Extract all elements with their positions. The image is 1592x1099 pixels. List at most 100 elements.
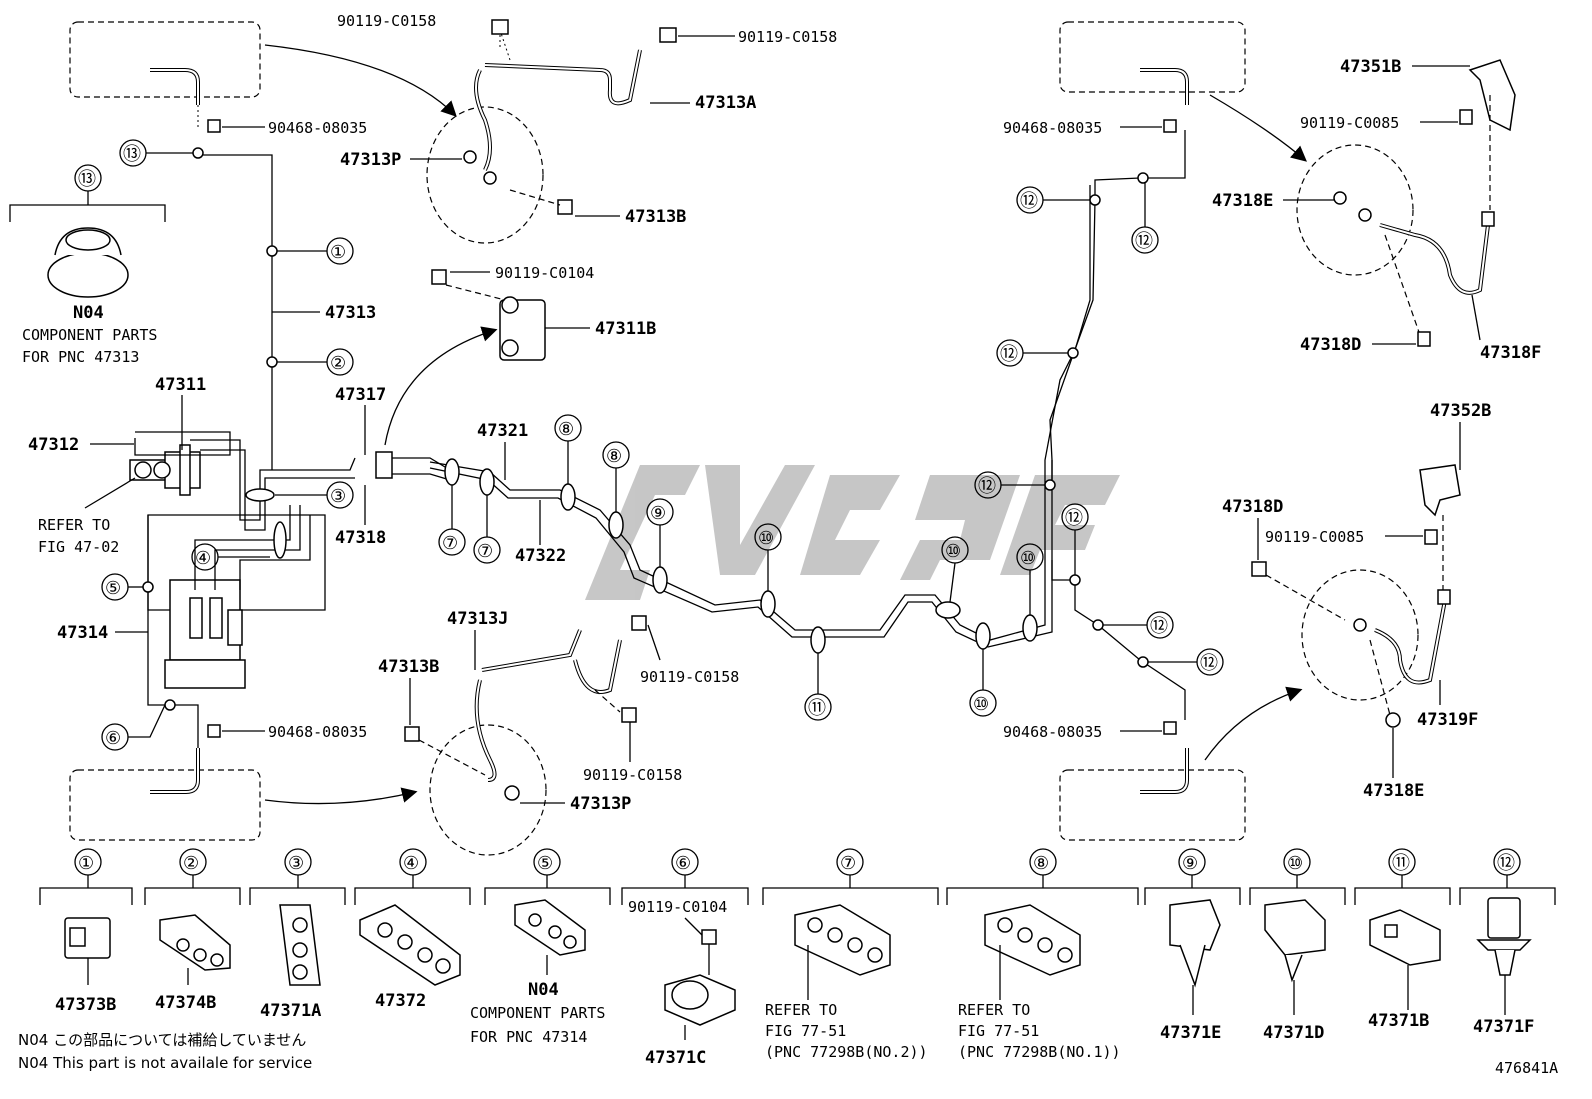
callout-90119-C0158-b: 90119-C0158 (738, 28, 837, 46)
figure-id: 476841A (1495, 1059, 1558, 1077)
clip-icon-47372 (359, 904, 461, 986)
callout-47322: 47322 (515, 546, 566, 566)
note-english: N04 This part is not availale for servic… (18, 1054, 312, 1072)
legend-part-47372: 47372 (375, 991, 426, 1011)
legend-5-line1: COMPONENT PARTS (470, 1004, 605, 1022)
legend-part-47371C: 47371C (645, 1048, 706, 1068)
clip-icon-ref-77298B-no2 (794, 904, 891, 1000)
legend-5-line2: FOR PNC 47314 (470, 1028, 587, 1046)
marker-13-grommet: ⑬ (78, 169, 96, 190)
master-cylinder (129, 431, 356, 531)
legend-num-10: ⑩ (1287, 853, 1303, 874)
marker-12-g: ⑫ (1200, 653, 1218, 674)
callout-47321: 47321 (477, 421, 528, 441)
clip-icon-47373B (64, 917, 111, 985)
clip-icon-47371B (1369, 909, 1441, 1010)
legend-brackets (39, 887, 1556, 905)
clip-icon-47371F (1476, 897, 1532, 1015)
bracket-47311B (431, 269, 546, 361)
arrow-to-rear-left-hose (264, 787, 418, 805)
callout-47311B: 47311B (595, 319, 656, 339)
callout-47313A: 47313A (695, 93, 756, 113)
clip-ellipses (444, 458, 1038, 654)
arrow-to-front-left-hose (264, 44, 457, 117)
legend-num-2: ② (183, 853, 199, 874)
callout-90468-08035-bl: 90468-08035 (268, 723, 367, 741)
legend-num-3: ③ (288, 853, 304, 874)
callout-47314: 47314 (57, 623, 108, 643)
clip-icon-N04-47314 (514, 899, 586, 975)
callout-90119-C0158-d: 90119-C0158 (583, 766, 682, 784)
legend-part-47371E: 47371E (1160, 1023, 1221, 1043)
callout-47313J: 47313J (447, 609, 508, 629)
callout-90468-08035-tl: 90468-08035 (268, 119, 367, 137)
legend-num-4: ④ (403, 853, 419, 874)
callout-47352B: 47352B (1430, 401, 1491, 421)
marker-9: ⑨ (650, 503, 666, 524)
legend-8-line1: REFER TO (958, 1001, 1030, 1019)
callout-47313: 47313 (325, 303, 376, 323)
pipe-47313 (192, 105, 278, 470)
legend-bolt-90119-C0104: 90119-C0104 (628, 898, 727, 916)
arrow-to-front-right-hose (1209, 94, 1307, 162)
callout-47318D-top: 47318D (1300, 335, 1361, 355)
clip-icon-47371E (1169, 899, 1221, 1015)
callout-47313B-top: 47313B (625, 207, 686, 227)
brake-pipe-main (429, 185, 1091, 648)
marker-8-a: ⑧ (558, 419, 574, 440)
n04-top-line1: COMPONENT PARTS (22, 326, 157, 344)
callout-90119-C0158-c: 90119-C0158 (640, 668, 739, 686)
legend-part-47371A: 47371A (260, 1001, 321, 1021)
marker-12-d: ⑫ (978, 476, 996, 497)
legend-part-47371D: 47371D (1263, 1023, 1324, 1043)
marker-2-top: ② (330, 353, 346, 374)
legend-num-11: ⑪ (1392, 853, 1410, 874)
marker-3: ③ (330, 486, 346, 507)
marker-10-d: ⑩ (1020, 548, 1036, 569)
hose-front-right (1296, 59, 1516, 347)
clip-icon-47371D (1264, 899, 1326, 1015)
marker-12-a: ⑫ (1020, 191, 1038, 212)
callout-90468-08035-br: 90468-08035 (1003, 723, 1102, 741)
marker-6: ⑥ (105, 728, 121, 749)
wheel-box-front-left (69, 21, 261, 105)
legend-num-9: ⑨ (1182, 853, 1198, 874)
n04-top-code: N04 (73, 303, 104, 323)
marker-11: ⑪ (808, 698, 826, 719)
legend-part-47374B: 47374B (155, 993, 216, 1013)
hose-rear-left (404, 615, 647, 856)
refer-master-line2: FIG 47-02 (38, 538, 119, 556)
arrow-to-47311B (384, 326, 498, 446)
joint-47317 (375, 451, 393, 479)
legend-8-line2: FIG 77-51 (958, 1022, 1039, 1040)
n04-top-line2: FOR PNC 47313 (22, 348, 139, 366)
marker-1-top: ① (330, 242, 346, 263)
arrow-to-rear-right-hose (1204, 686, 1303, 761)
legend-part-N04: N04 (528, 980, 559, 1000)
marker-12-b: ⑫ (1135, 231, 1153, 252)
refer-master-line1: REFER TO (38, 516, 110, 534)
marker-12-f: ⑫ (1150, 616, 1168, 637)
legend-num-6: ⑥ (675, 853, 691, 874)
callout-47318E-top: 47318E (1212, 191, 1273, 211)
clip-icon-47374B (159, 914, 231, 985)
watermark (585, 465, 1120, 600)
legend-8-line3: (PNC 77298B(NO.1)) (958, 1043, 1121, 1061)
legend-num-8: ⑧ (1033, 853, 1049, 874)
marker-10-a: ⑩ (758, 528, 774, 549)
clip-icon-47371C (664, 929, 736, 1040)
callout-47351B: 47351B (1340, 57, 1401, 77)
callout-90119-C0085-b: 90119-C0085 (1265, 528, 1364, 546)
callout-47313P-bot: 47313P (570, 794, 631, 814)
legend-7-line1: REFER TO (765, 1001, 837, 1019)
legend-num-12: ⑫ (1497, 853, 1515, 874)
callout-47318: 47318 (335, 528, 386, 548)
hose-front-left (426, 19, 677, 244)
legend-num-5: ⑤ (537, 853, 553, 874)
marker-10-c: ⑩ (973, 694, 989, 715)
hose-rear-right (1251, 464, 1461, 728)
callout-47318E-bot: 47318E (1363, 781, 1424, 801)
callout-47317: 47317 (335, 385, 386, 405)
legend-num-1: ① (78, 853, 94, 874)
